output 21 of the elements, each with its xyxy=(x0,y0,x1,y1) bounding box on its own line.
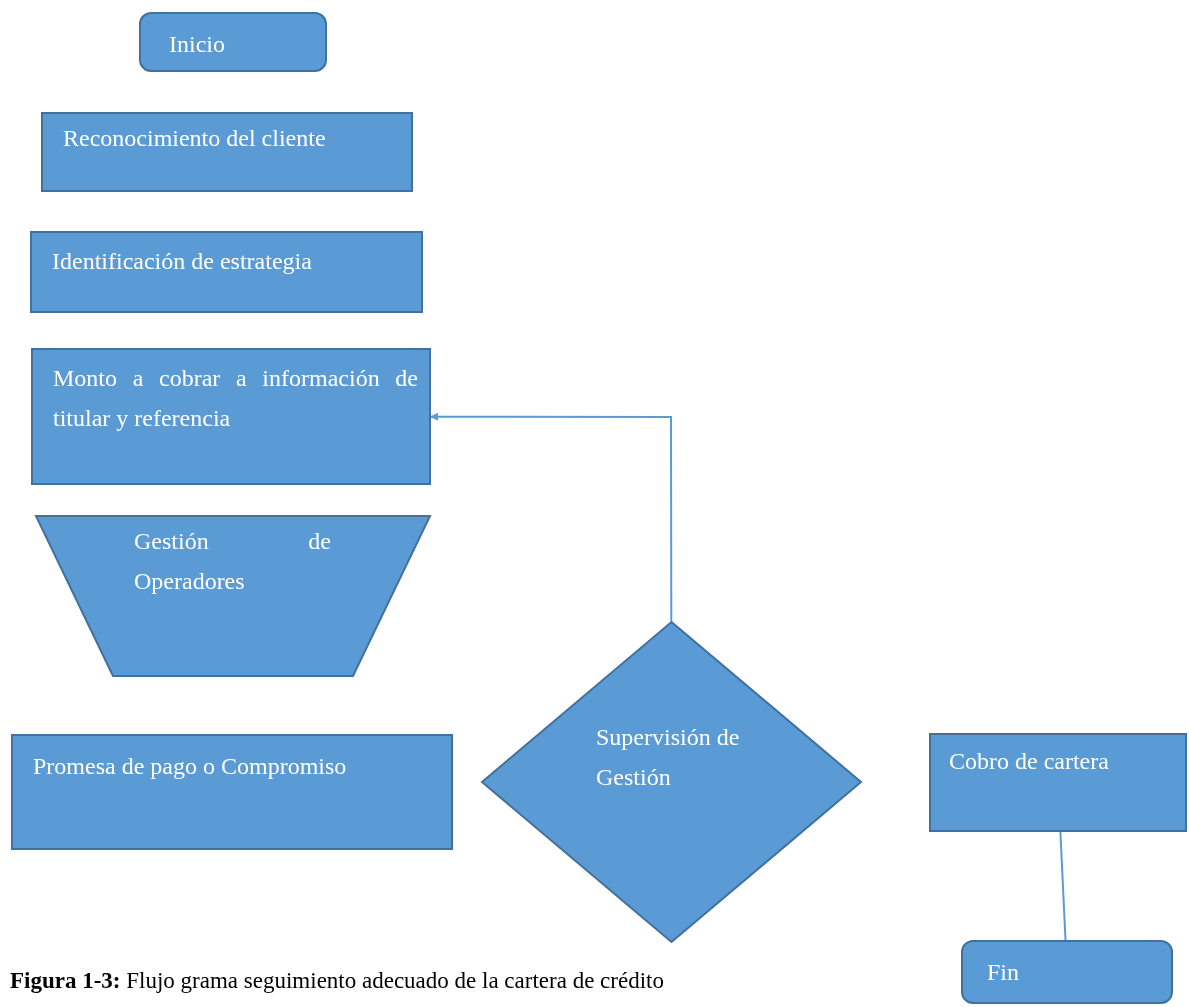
arrow xyxy=(430,412,673,623)
manual-operation-shape xyxy=(35,515,431,677)
node-label: Fin xyxy=(987,958,1020,987)
terminal-box xyxy=(961,940,1173,1004)
decision-diamond xyxy=(481,621,862,943)
node-label: Supervisión de Gestión xyxy=(596,723,741,792)
process-box xyxy=(31,348,431,485)
node-label: Gestión de Operadores xyxy=(134,527,331,596)
process-box xyxy=(41,112,413,192)
node-label: Reconocimiento del cliente xyxy=(63,124,327,153)
process-box xyxy=(929,733,1187,832)
node-label: Inicio xyxy=(169,30,226,59)
terminal-box xyxy=(139,12,327,72)
node-label: Monto a cobrar a información de titular y referencia xyxy=(53,364,418,433)
node-label: Identificación de estrategia xyxy=(52,247,313,276)
node-label: Cobro de cartera xyxy=(949,747,1110,776)
connector-line xyxy=(1059,831,1067,941)
process-box xyxy=(11,734,453,850)
figure-caption: Figura 1-3: Flujo grama seguimiento adecuado de la cartera de crédito xyxy=(10,968,664,994)
node-label: Promesa de pago o Compromiso xyxy=(33,752,348,781)
process-box xyxy=(30,231,423,313)
